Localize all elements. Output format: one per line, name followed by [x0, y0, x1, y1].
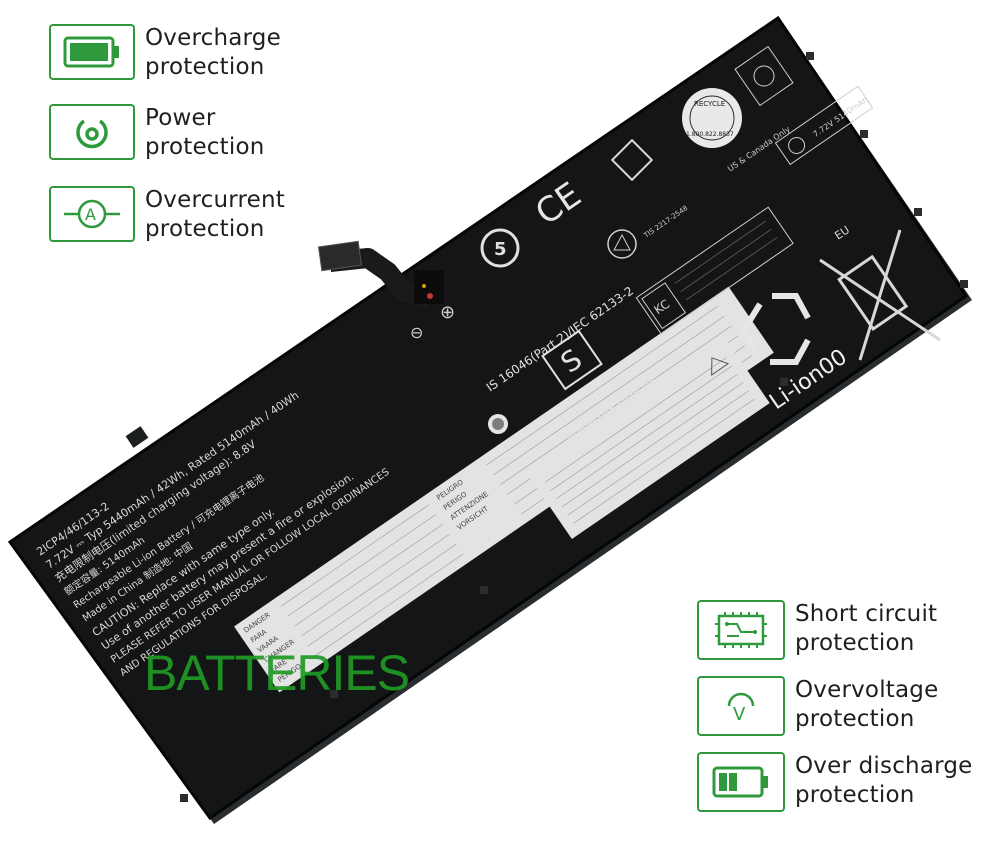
- connector-cable: [317, 240, 444, 310]
- feature-overvoltage-label: Overvoltage protection: [795, 677, 939, 732]
- feature-over-discharge-label: Over discharge protection: [795, 753, 973, 808]
- feature-overcurrent-label: Overcurrent protection: [145, 187, 285, 242]
- feature-overcurrent: A Overcurrent protection: [49, 186, 285, 244]
- feature-over-discharge: Over discharge protection: [697, 752, 973, 812]
- svg-text:V: V: [733, 704, 746, 725]
- svg-text:RECYCLE: RECYCLE: [694, 100, 725, 108]
- epup-5-logo: 5: [480, 228, 520, 268]
- feature-overvoltage: V Overvoltage protection: [697, 676, 938, 736]
- feature-short-circuit-label: Short circuit protection: [795, 601, 938, 656]
- warning-label-panel: [234, 286, 774, 693]
- feature-power: Power protection: [49, 104, 265, 162]
- recycle-arrows-icon: [740, 293, 811, 365]
- battery-low-icon: [697, 752, 785, 812]
- battery-full-icon: [49, 24, 135, 80]
- tis-logo: [607, 229, 637, 259]
- feature-overcharge-label: Overcharge protection: [145, 25, 281, 80]
- feature-overcharge: Overcharge protection: [49, 24, 281, 82]
- china-recycle-logo: [610, 138, 654, 182]
- svg-text:⊖: ⊖: [410, 323, 423, 342]
- weee-bin-icon: [819, 229, 941, 361]
- voltmeter-icon: V: [697, 676, 785, 736]
- ammeter-icon: A: [49, 186, 135, 242]
- svg-text:1.800.822.8837: 1.800.822.8837: [686, 131, 734, 138]
- recycle-seal: RECYCLE 1.800.822.8837: [682, 88, 742, 148]
- watermark-text: BATTERIES: [144, 645, 410, 701]
- power-icon: [49, 104, 135, 160]
- circuit-board-icon: [697, 600, 785, 660]
- svg-text:5: 5: [494, 239, 507, 260]
- feature-short-circuit: Short circuit protection: [697, 600, 937, 660]
- cert-logo: [734, 45, 794, 107]
- svg-text:⊕: ⊕: [440, 302, 455, 323]
- svg-text:A: A: [85, 205, 96, 224]
- feature-power-label: Power protection: [145, 105, 265, 160]
